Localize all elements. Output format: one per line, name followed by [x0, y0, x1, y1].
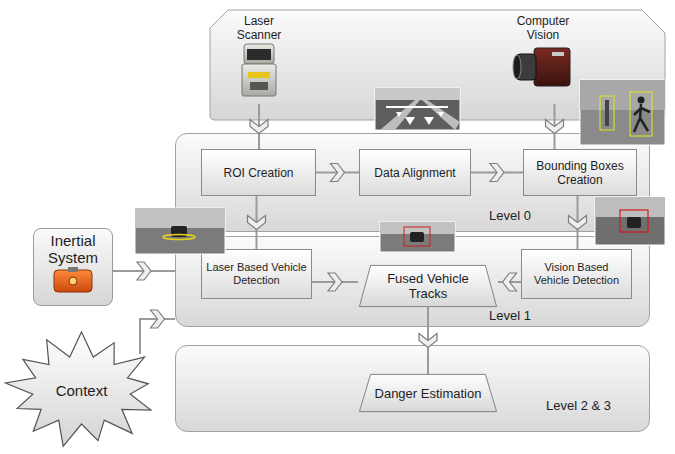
- pedestrian-photo: [580, 80, 665, 145]
- node-label: Laser Scanner: [228, 14, 290, 42]
- camera-icon: [512, 42, 574, 94]
- flow-arrow: [248, 196, 266, 249]
- node-label: Fused Vehicle Tracks: [371, 271, 485, 301]
- chevron-head: [331, 164, 345, 182]
- vision-car-photo: [595, 197, 665, 245]
- flow-arrow: [498, 273, 521, 291]
- node-label: Inertial System: [34, 232, 112, 266]
- road-photo: [375, 88, 460, 130]
- chevron-head: [503, 273, 517, 291]
- flow-arrow: [471, 164, 523, 182]
- level-band: Level 0 ROI Creation Data Alignment Boundin…: [175, 133, 650, 232]
- laser-car-photo: [135, 208, 225, 254]
- flow-arrow: [113, 262, 175, 280]
- flow-arrow: [250, 104, 268, 149]
- fused-car-photo: [380, 222, 455, 252]
- node-label: Bounding Boxes Creation: [524, 159, 636, 187]
- flow-arrow: [419, 307, 437, 374]
- chevron-head: [137, 262, 151, 280]
- process-box: Bounding Boxes Creation: [523, 149, 637, 196]
- flow-arrow: [140, 310, 175, 354]
- sensor-node: Laser Scanner: [228, 12, 290, 104]
- inertial-unit-icon: [48, 266, 98, 296]
- trapezoid-fill: [359, 265, 496, 306]
- process-box: Vision Based Vehicle Detection: [521, 249, 632, 299]
- node-label: Computer Vision: [500, 14, 586, 42]
- sensor-box: Inertial System: [33, 228, 113, 306]
- chevron-head: [151, 310, 165, 328]
- chevron-head: [569, 216, 587, 230]
- level-label: Level 1: [489, 308, 531, 323]
- flow-arrow: [316, 164, 359, 182]
- chevron-head: [490, 164, 504, 182]
- process-box: Data Alignment: [359, 149, 471, 196]
- estimation-trapezoid: Danger Estimation: [358, 374, 498, 412]
- node-label: Vision Based Vehicle Detection: [522, 261, 631, 287]
- chevron-head: [546, 120, 564, 134]
- level-band: Level 2 & 3 Danger Estimation: [175, 345, 650, 432]
- node-label: Data Alignment: [370, 166, 459, 180]
- node-label: Context: [56, 382, 108, 399]
- chevron-head: [250, 120, 268, 134]
- chevron-head: [248, 216, 266, 230]
- node-label: Laser Based Vehicle Detection: [202, 261, 311, 287]
- flow-arrow: [569, 196, 587, 249]
- starburst-fill: [6, 332, 151, 446]
- trapezoid-fill: [359, 374, 496, 411]
- sensor-node: Computer Vision: [500, 12, 586, 104]
- laser-scanner-icon: [238, 42, 280, 100]
- chevron-head: [419, 334, 437, 348]
- flow-arrow: [546, 104, 564, 149]
- level-label: Level 0: [489, 208, 531, 223]
- chevron-head: [328, 273, 342, 291]
- node-label: Danger Estimation: [375, 386, 482, 401]
- level-label: Level 2 & 3: [546, 398, 611, 413]
- context-starburst: Context: [3, 330, 160, 450]
- process-box: Laser Based Vehicle Detection: [201, 249, 312, 299]
- fusion-trapezoid: Fused Vehicle Tracks: [358, 265, 498, 307]
- node-label: ROI Creation: [219, 166, 297, 180]
- process-box: ROI Creation: [201, 149, 316, 196]
- flow-arrow: [312, 273, 358, 291]
